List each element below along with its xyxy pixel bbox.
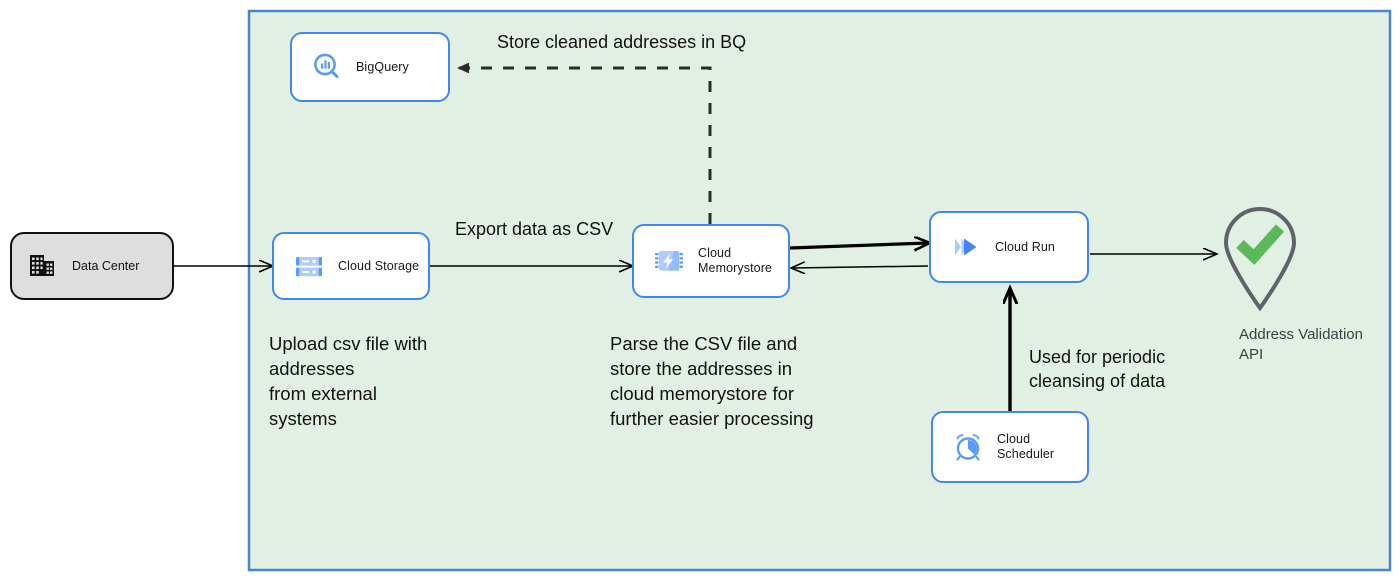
cloud-memorystore-icon	[652, 244, 686, 278]
edge-memorystore-to-bigquery	[457, 62, 712, 224]
cloud-boundary	[247, 9, 1392, 572]
memorystore-label-line2: Memorystore	[698, 261, 773, 275]
node-label-cloud-run: Cloud Run	[995, 239, 1055, 254]
node-data-center[interactable]: Data Center	[10, 232, 174, 300]
bigquery-icon	[310, 50, 344, 84]
cloud-storage-icon	[292, 249, 326, 283]
node-label-cloud-scheduler: Cloud Scheduler	[997, 432, 1055, 461]
edge-label-periodic-cleansing: Used for periodic cleansing of data	[1029, 347, 1166, 391]
edge-memorystore-to-cloudrun	[789, 243, 928, 248]
caption-address-validation-api: Address Validation API	[1239, 326, 1363, 363]
node-label-data-center: Data Center	[72, 259, 140, 273]
edge-label-export-csv: Export data as CSV	[455, 219, 614, 239]
edge-cloudrun-to-memorystore	[792, 266, 929, 268]
node-cloud-scheduler[interactable]: Cloud Scheduler	[931, 411, 1089, 483]
node-address-validation-api[interactable]	[1218, 205, 1302, 312]
map-pin-check-icon	[1223, 207, 1297, 312]
node-label-bigquery: BigQuery	[356, 59, 409, 74]
node-cloud-run[interactable]: Cloud Run	[929, 211, 1089, 283]
note-parse-csv: Parse the CSV file and store the address…	[610, 333, 814, 429]
cloud-run-icon	[949, 230, 983, 264]
memorystore-label-line1: Cloud	[698, 246, 732, 260]
building-icon	[28, 252, 56, 280]
node-cloud-storage[interactable]: Cloud Storage	[272, 232, 430, 300]
node-bigquery[interactable]: BigQuery	[290, 32, 450, 102]
node-label-cloud-storage: Cloud Storage	[338, 258, 420, 273]
cloud-scheduler-icon	[951, 430, 985, 464]
edge-label-store-in-bq: Store cleaned addresses in BQ	[497, 32, 747, 52]
note-upload-csv: Upload csv file with addresses from exte…	[269, 333, 428, 429]
